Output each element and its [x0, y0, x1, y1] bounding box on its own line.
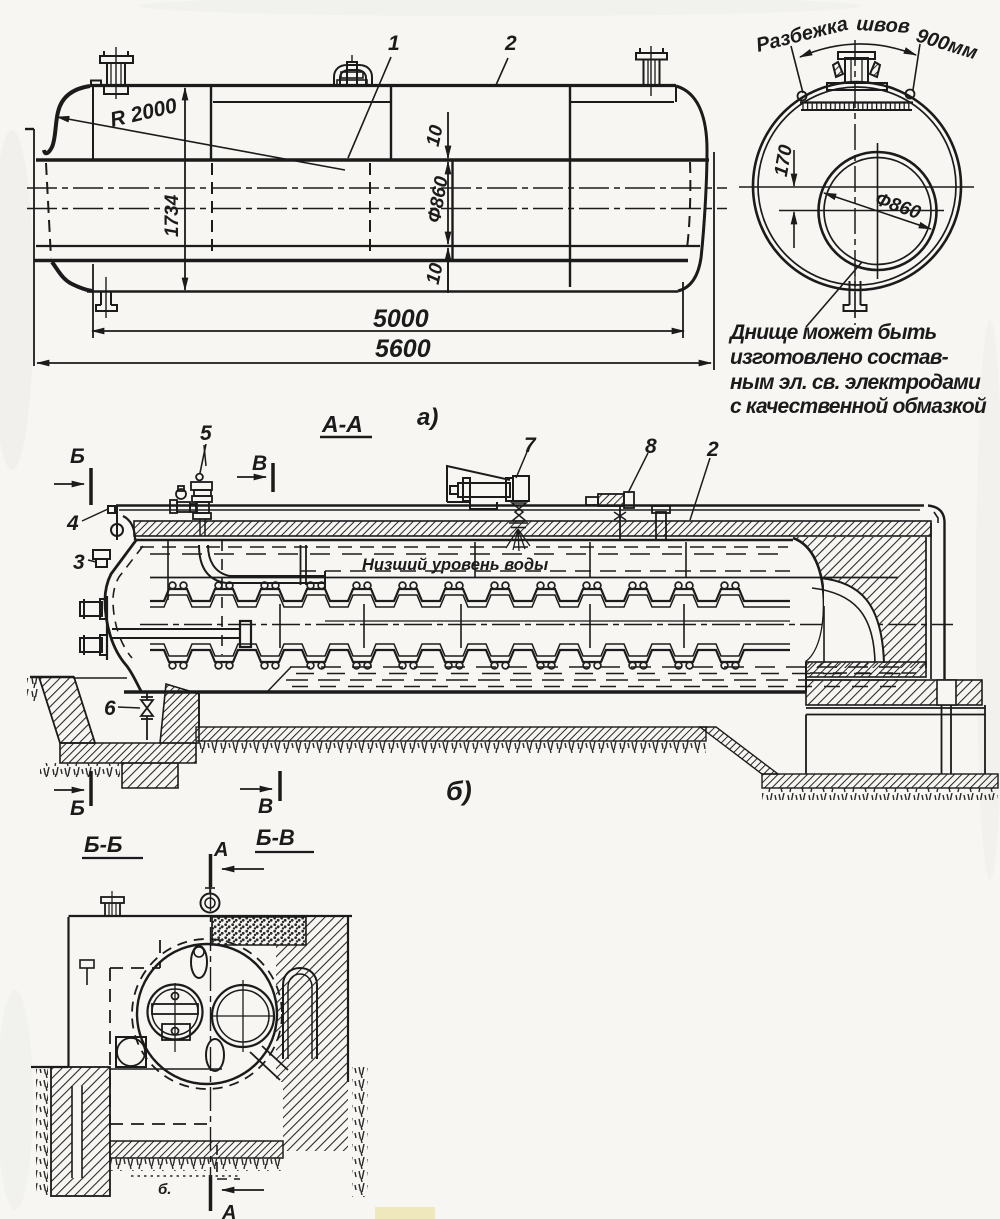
svg-text:б): б): [446, 776, 472, 806]
svg-text:ным эл. св. электродами: ным эл. св. электродами: [730, 371, 981, 394]
svg-text:10: 10: [423, 261, 448, 286]
svg-text:1734: 1734: [162, 194, 183, 237]
svg-text:2: 2: [706, 438, 719, 461]
svg-text:Б: Б: [70, 797, 85, 820]
svg-text:Б-В: Б-В: [256, 825, 295, 850]
svg-text:5000: 5000: [373, 305, 429, 333]
svg-text:изготовлено состав-: изготовлено состав-: [730, 346, 949, 369]
svg-text:7: 7: [524, 434, 537, 457]
svg-text:6: 6: [104, 697, 116, 720]
svg-text:В: В: [252, 452, 267, 475]
svg-text:Днище может быть: Днище может быть: [728, 321, 937, 344]
svg-text:а): а): [417, 404, 438, 431]
svg-text:1: 1: [388, 32, 400, 55]
svg-text:Низший уровень воды: Низший уровень воды: [362, 556, 548, 574]
svg-text:3: 3: [73, 551, 85, 574]
svg-text:8: 8: [645, 435, 657, 458]
svg-text:Б: Б: [70, 445, 85, 468]
svg-text:В: В: [258, 795, 273, 818]
svg-text:А: А: [213, 839, 228, 861]
svg-text:5600: 5600: [375, 335, 431, 363]
svg-text:швов: швов: [856, 13, 911, 38]
svg-text:4: 4: [66, 512, 79, 535]
svg-text:А: А: [221, 1202, 236, 1219]
svg-text:Б-Б: Б-Б: [84, 832, 122, 857]
svg-text:5: 5: [200, 422, 212, 445]
svg-text:А-А: А-А: [321, 411, 363, 437]
svg-text:10: 10: [423, 123, 448, 148]
svg-text:с качественной обмазкой: с качественной обмазкой: [730, 395, 987, 418]
svg-text:б.: б.: [158, 1181, 171, 1198]
svg-text:2: 2: [504, 32, 517, 55]
